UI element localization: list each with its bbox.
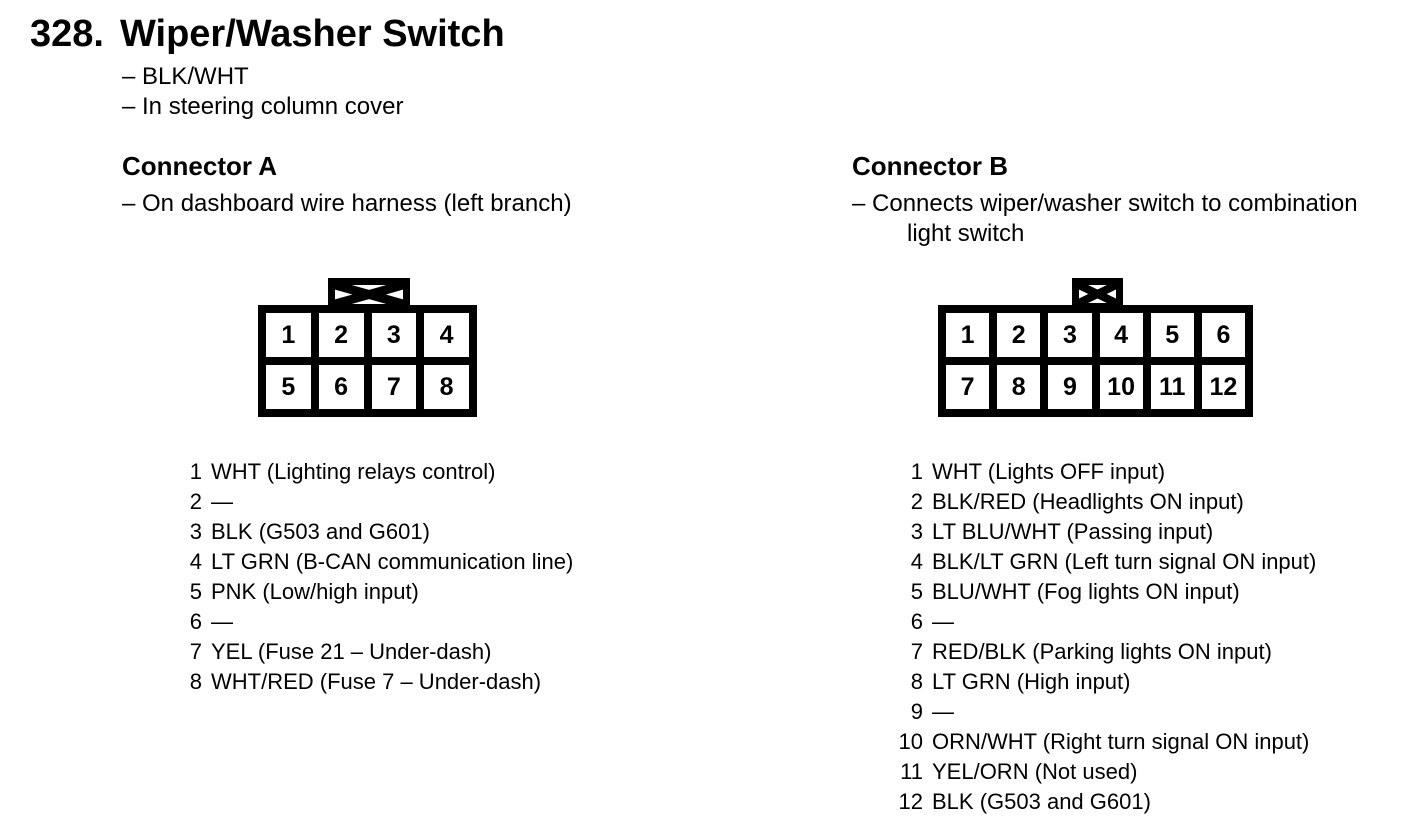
pin-number: 4 [910, 549, 923, 574]
connector-b-note: – Connects wiper/washer switch to combin… [852, 189, 1358, 249]
pin-cell: 1 [266, 313, 311, 357]
pin-cell: 3 [1048, 313, 1092, 357]
pin-description: YEL (Fuse 21 – Under-dash) [211, 639, 492, 664]
page-title: 328. Wiper/Washer Switch [30, 12, 505, 56]
pin-description: BLK (G503 and G601) [932, 789, 1151, 814]
section-number: 328. [30, 13, 104, 55]
pin-list-item: 1 WHT (Lights OFF input) [895, 457, 1316, 487]
pin-description: WHT (Lighting relays control) [211, 459, 496, 484]
connector-a-note-line: – On dashboard wire harness (left branch… [122, 190, 572, 217]
pin-list-item: 7 YEL (Fuse 21 – Under-dash) [177, 637, 573, 667]
pin-number: 1 [189, 459, 202, 484]
pin-description: BLK/RED (Headlights ON input) [932, 489, 1244, 514]
pin-description: — [932, 699, 954, 724]
connector-b-note-line: light switch [907, 220, 1025, 247]
pin-number: 11 [900, 759, 923, 784]
pin-list-item: 9— [895, 697, 1316, 727]
pin-description: WHT/RED (Fuse 7 – Under-dash) [211, 669, 542, 694]
pin-description: WHT (Lights OFF input) [932, 459, 1166, 484]
pin-description: LT BLU/WHT (Passing input) [932, 519, 1214, 544]
pin-cell: 7 [371, 365, 417, 409]
pin-list-item: 8 WHT/RED (Fuse 7 – Under-dash) [177, 667, 573, 697]
pin-cell: 2 [318, 313, 364, 357]
pin-list-item: 3 LT BLU/WHT (Passing input) [895, 517, 1316, 547]
pin-cell: 6 [1201, 313, 1245, 357]
pin-number: 12 [898, 789, 923, 814]
pin-cell: 11 [1150, 365, 1194, 409]
pin-number: 4 [189, 549, 202, 574]
pin-number: 6 [189, 609, 202, 634]
pin-list-item: 11 YEL/ORN (Not used) [895, 757, 1316, 787]
pin-description: LT GRN (High input) [932, 669, 1131, 694]
pin-list-item: 12 BLK (G503 and G601) [895, 787, 1316, 817]
pin-number: 5 [189, 579, 202, 604]
pin-cell: 4 [1099, 313, 1143, 357]
pin-list-item: 3 BLK (G503 and G601) [177, 517, 573, 547]
pin-list-item: 6— [895, 607, 1316, 637]
top-notes: – BLK/WHT – In steering column cover [122, 62, 403, 122]
pin-number: 2 [910, 489, 923, 514]
pin-number: 3 [189, 519, 202, 544]
pin-list-item: 8 LT GRN (High input) [895, 667, 1316, 697]
connector-b-pin-list: 1 WHT (Lights OFF input) 2 BLK/RED (Headlig… [895, 457, 1317, 817]
pin-description: — [211, 609, 233, 634]
pin-description: BLK/LT GRN (Left turn signal ON input) [932, 549, 1317, 574]
pin-description: PNK (Low/high input) [211, 579, 419, 604]
pin-number: 8 [910, 669, 923, 694]
top-note-line: – BLK/WHT [122, 63, 249, 90]
pin-number: 8 [189, 669, 202, 694]
pin-list-item: 4 BLK/LT GRN (Left turn signal ON input) [895, 547, 1317, 577]
pin-list-item: 7 RED/BLK (Parking lights ON input) [895, 637, 1316, 667]
pin-list-item: 4 LT GRN (B-CAN communication line) [177, 547, 574, 577]
pin-list-item: 1 WHT (Lighting relays control) [177, 457, 573, 487]
pin-description: BLU/WHT (Fog lights ON input) [932, 579, 1240, 604]
pin-number: 1 [910, 459, 923, 484]
pin-cell: 6 [318, 365, 364, 409]
pin-cell: 5 [266, 365, 311, 409]
pin-cell: 7 [946, 365, 990, 409]
connector-b-note-line: – Connects wiper/washer switch to combin… [852, 190, 1358, 217]
connector-a-note: – On dashboard wire harness (left branch… [122, 189, 572, 219]
pin-number: 9 [910, 699, 923, 724]
pin-number: 5 [910, 579, 923, 604]
pin-list-item: 6— [177, 607, 573, 637]
pin-number: 2 [189, 489, 202, 514]
pin-cell: 4 [424, 313, 469, 357]
top-note-line: – In steering column cover [122, 93, 404, 120]
pin-list-item: 2— [177, 487, 573, 517]
connector-a-heading: Connector A [122, 151, 278, 181]
pin-description: YEL/ORN (Not used) [932, 759, 1138, 784]
pin-description: — [932, 609, 954, 634]
pin-description: LT GRN (B-CAN communication line) [211, 549, 574, 574]
pin-list-item: 10 ORN/WHT (Right turn signal ON input) [895, 727, 1316, 757]
pin-number: 3 [910, 519, 923, 544]
pin-cell: 3 [371, 313, 417, 357]
pin-description: ORN/WHT (Right turn signal ON input) [932, 729, 1310, 754]
page-title-text: Wiper/Washer Switch [120, 13, 505, 55]
pin-description: BLK (G503 and G601) [211, 519, 430, 544]
pin-description: — [211, 489, 233, 514]
connector-b-heading: Connector B [852, 151, 1008, 181]
pin-cell: 1 [946, 313, 990, 357]
pin-list-item: 5 BLU/WHT (Fog lights ON input) [895, 577, 1316, 607]
pin-cell: 2 [997, 313, 1041, 357]
pin-cell: 10 [1099, 365, 1143, 409]
pin-number: 7 [189, 639, 202, 664]
pin-cell: 5 [1150, 313, 1194, 357]
pin-list-item: 5 PNK (Low/high input) [177, 577, 573, 607]
pin-number: 6 [910, 609, 923, 634]
pin-cell: 9 [1048, 365, 1092, 409]
pin-number: 10 [898, 729, 923, 754]
pin-list-item: 2 BLK/RED (Headlights ON input) [895, 487, 1316, 517]
pin-description: RED/BLK (Parking lights ON input) [932, 639, 1272, 664]
pin-cell: 8 [424, 365, 469, 409]
pin-cell: 12 [1201, 365, 1245, 409]
pin-number: 7 [910, 639, 923, 664]
pin-cell: 8 [997, 365, 1041, 409]
